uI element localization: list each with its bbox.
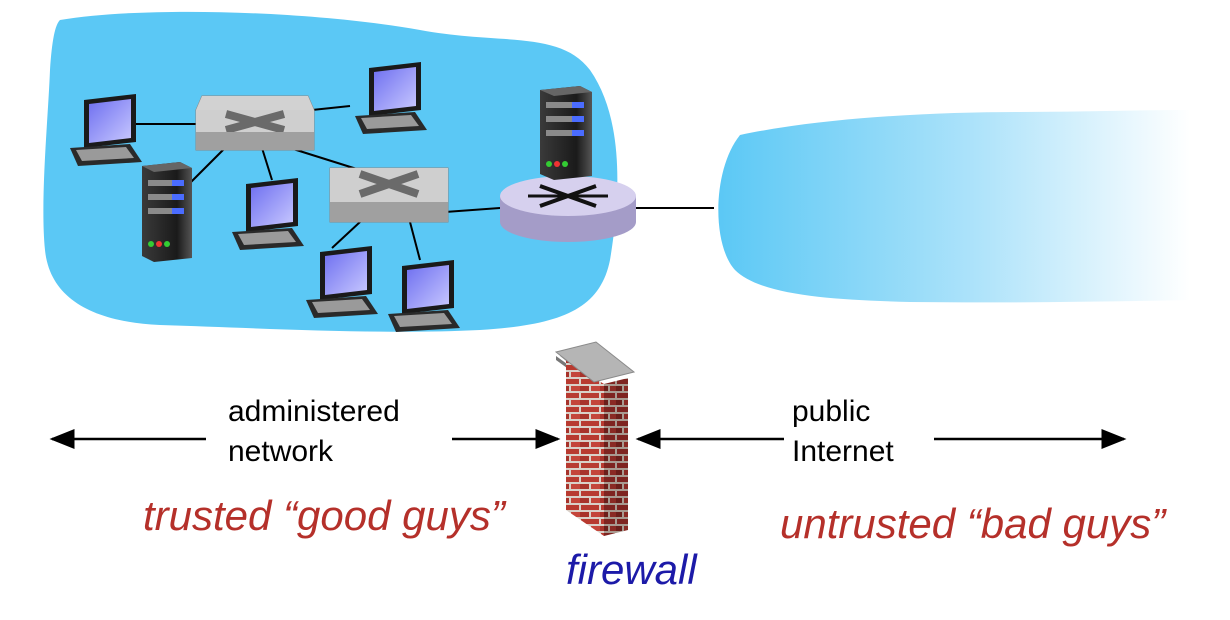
firewall-label: firewall <box>566 546 697 593</box>
server-icon <box>142 162 192 262</box>
laptop-icon <box>232 178 304 250</box>
administered-line-2: network <box>228 435 334 468</box>
untrusted-bad-guys-label: untrusted “bad guys” <box>780 500 1166 547</box>
server-icon <box>540 86 592 180</box>
public-internet-cloud <box>718 110 1190 303</box>
public-internet-label: public Internet <box>792 392 894 472</box>
laptop-icon <box>355 62 427 134</box>
router-icon <box>500 176 636 242</box>
laptop-icon <box>70 94 142 166</box>
administered-line-1: administered <box>228 395 400 428</box>
network-links <box>130 105 714 261</box>
switch-icon <box>195 95 315 151</box>
trusted-good-guys-label: trusted “good guys” <box>143 492 505 539</box>
laptop-icon <box>388 260 460 332</box>
laptop-icon <box>306 246 378 318</box>
firewall-icon <box>554 341 636 536</box>
public-line-1: public <box>792 395 871 428</box>
switch-icon <box>329 167 449 223</box>
public-line-2: Internet <box>792 435 894 468</box>
administered-network-label: administered network <box>228 392 400 472</box>
